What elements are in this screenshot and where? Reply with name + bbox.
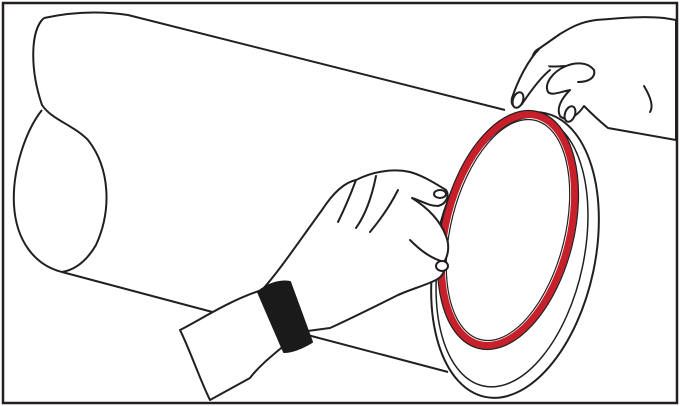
upper-hand <box>511 17 676 140</box>
lower-hand <box>180 170 448 400</box>
fabric-curl-inner <box>14 110 62 272</box>
lower-hand-thumbnail <box>436 261 448 271</box>
fabric-bottom-edge <box>62 272 235 318</box>
lower-hand-fingernail-1 <box>434 190 446 198</box>
fabric-bottom-edge-right <box>300 333 448 372</box>
fabric-top-edge <box>44 12 505 110</box>
fabric-curl-outer <box>33 18 106 272</box>
